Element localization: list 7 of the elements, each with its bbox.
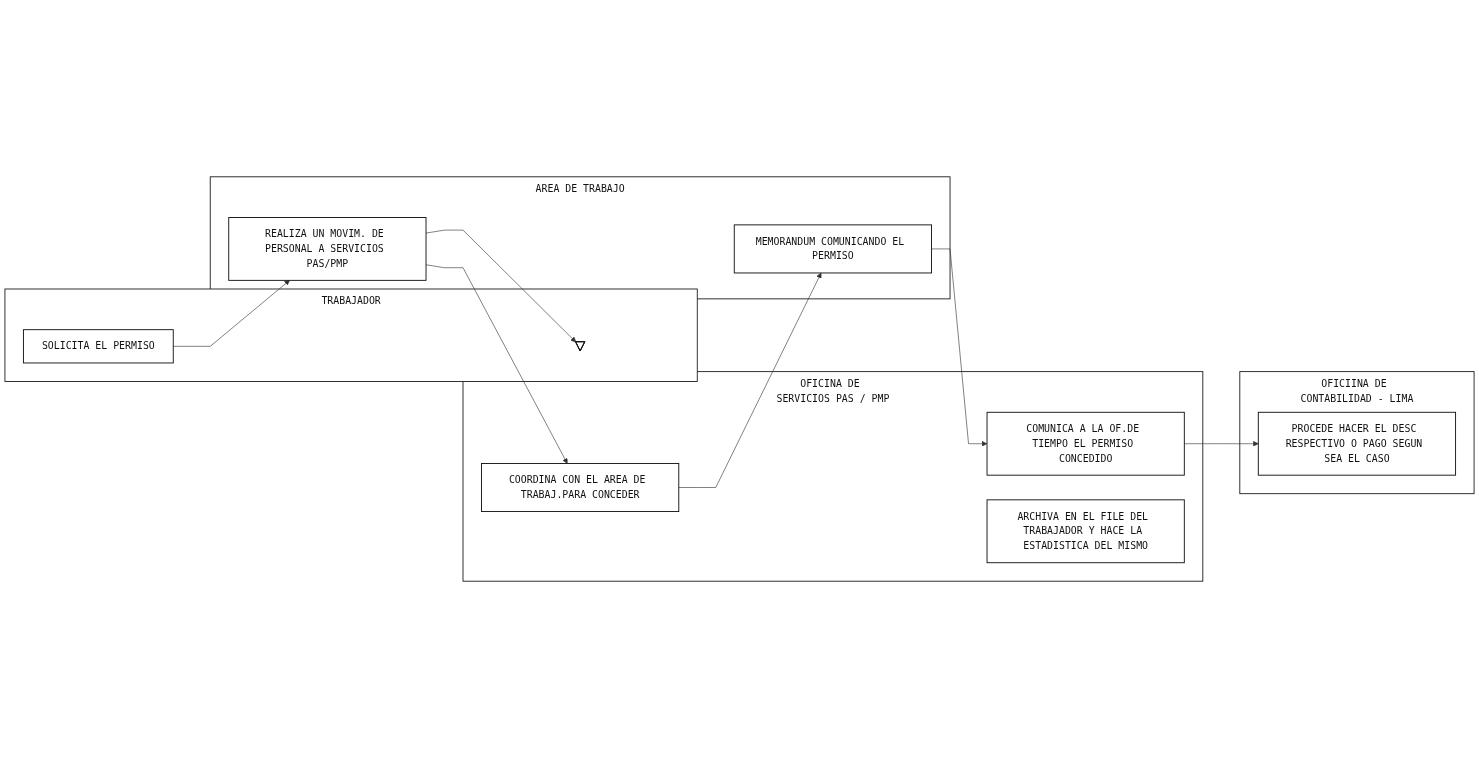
node-box: REALIZA UN MOVIM. DE PERSONAL A SERVICIOS PAS/PMP — [228, 217, 427, 281]
node-box: COMUNICA A LA OF.DE TIEMPO EL PERMISO CONCEDIDO — [986, 411, 1185, 476]
node-box: ARCHIVA EN EL FILE DEL TRABAJADOR Y HACE LA ESTADISTICA DEL MISMO — [986, 499, 1185, 564]
node-box: MEMORANDUM COMUNICANDO EL PERMISO — [733, 224, 932, 274]
node-box: SOLICITA EL PERMISO — [22, 329, 174, 364]
node-box: COORDINA CON EL AREA DE TRABAJ.PARA CONCEDER — [481, 463, 680, 512]
node-box: PROCEDE HACER EL DESC RESPECTIVO O PAGO SEGUN SEA EL CASO — [1257, 411, 1457, 476]
